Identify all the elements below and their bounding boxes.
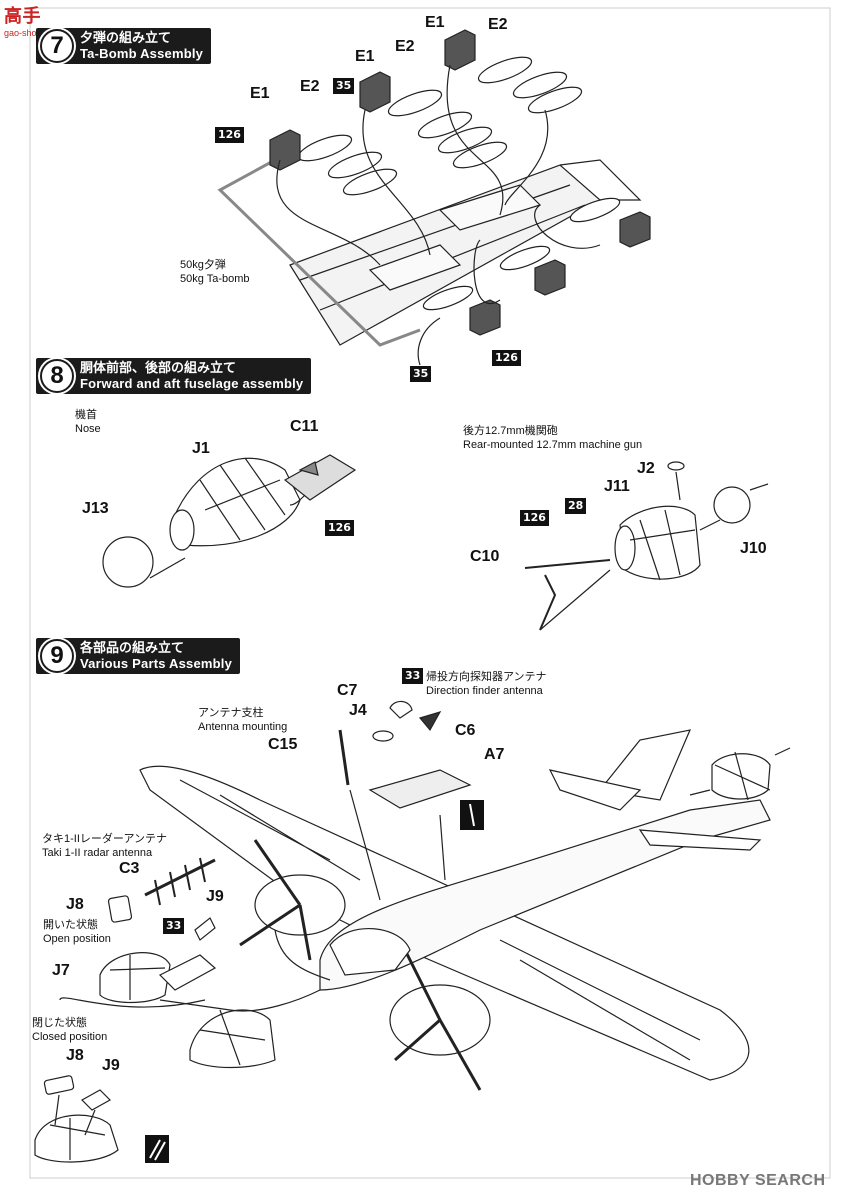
- open-position-note: 開いた状態 Open position: [43, 918, 111, 946]
- step9-title-jp: 各部品の組み立て: [80, 640, 185, 655]
- part-label-c15: C15: [268, 736, 298, 753]
- step7-header: 7 夕弾の組み立て Ta-Bomb Assembly: [36, 28, 212, 64]
- part-label-e1: E1: [425, 14, 445, 31]
- step7-title-jp: 夕弾の組み立て: [80, 30, 172, 45]
- open-position-note-jp: 開いた状態: [43, 919, 98, 931]
- gun-note-en: Rear-mounted 12.7mm machine gun: [463, 439, 643, 451]
- paint-box-126: 126: [325, 520, 354, 536]
- gun-note: 後方12.7mm機関砲 Rear-mounted 12.7mm machine …: [463, 424, 642, 452]
- part-label-c11: C11: [290, 418, 319, 435]
- step8-header: 8 胴体前部、後部の組み立て Forward and aft fuselage …: [36, 358, 312, 394]
- df-antenna-note: 帰投方向探知器アンテナ Direction finder antenna: [426, 670, 547, 698]
- paint-box-33: 33: [163, 918, 185, 934]
- paint-box-126: 126: [520, 510, 549, 526]
- part-label-j1: J1: [192, 440, 210, 457]
- paint-box-35: 35: [410, 366, 432, 382]
- step7-number: 7: [40, 29, 74, 63]
- step8-title-jp: 胴体前部、後部の組み立て: [80, 360, 237, 375]
- part-label-j11: J11: [604, 478, 630, 495]
- step7-title-en: Ta-Bomb Assembly: [80, 46, 204, 61]
- part-label-j13: J13: [82, 500, 109, 517]
- radar-antenna-note-en: Taki 1-II radar antenna: [42, 847, 153, 859]
- bomb-note: 50kg夕弾 50kg Ta-bomb: [180, 258, 250, 286]
- part-label-j9: J9: [206, 888, 224, 905]
- watermark-top-text: 高手: [4, 6, 41, 26]
- part-label-c3: C3: [119, 860, 140, 877]
- part-label-e2: E2: [488, 16, 508, 33]
- antenna-mount-note-jp: アンテナ支柱: [198, 707, 264, 719]
- part-label-e1: E1: [355, 48, 375, 65]
- part-label-j10: J10: [740, 540, 767, 557]
- part-label-c10: C10: [470, 548, 500, 565]
- df-antenna-note-jp: 帰投方向探知器アンテナ: [426, 671, 547, 683]
- part-label-j2: J2: [637, 460, 655, 477]
- step9-title-en: Various Parts Assembly: [80, 656, 233, 671]
- antenna-mount-note-en: Antenna mounting: [198, 721, 288, 733]
- paint-box-35: 35: [333, 78, 355, 94]
- step9-number: 9: [40, 639, 74, 673]
- antenna-mount-note: アンテナ支柱 Antenna mounting: [198, 706, 287, 734]
- step8-title-en: Forward and aft fuselage assembly: [80, 376, 304, 391]
- part-label-e2: E2: [395, 38, 415, 55]
- nose-note-jp: 機首: [75, 409, 97, 421]
- part-label-j8: J8: [66, 896, 84, 913]
- bomb-note-jp: 50kg夕弾: [180, 259, 226, 271]
- paint-box-126: 126: [215, 127, 244, 143]
- watermark-bottom: HOBBY SEARCH: [690, 1172, 826, 1189]
- closed-position-note-jp: 閉じた状態: [32, 1017, 87, 1029]
- closed-position-note-en: Closed position: [32, 1031, 108, 1043]
- step8-number: 8: [40, 359, 74, 393]
- part-label-e1: E1: [250, 85, 270, 102]
- part-label-j4: J4: [349, 702, 367, 719]
- closed-position-note: 閉じた状態 Closed position: [32, 1016, 107, 1044]
- watermark-top-sub: gao-shou.com: [4, 28, 62, 38]
- part-label-c6: C6: [455, 722, 476, 739]
- part-label-e2: E2: [300, 78, 320, 95]
- df-antenna-note-en: Direction finder antenna: [426, 685, 543, 697]
- watermark-top: 高手 gao-shou.com: [4, 2, 61, 38]
- step9-header: 9 各部品の組み立て Various Parts Assembly: [36, 638, 241, 674]
- radar-antenna-note-jp: タキ1-IIレーダーアンテナ: [42, 833, 168, 845]
- bomb-note-en: 50kg Ta-bomb: [180, 273, 250, 285]
- paint-box-28: 28: [565, 498, 587, 514]
- open-position-note-en: Open position: [43, 933, 111, 945]
- part-label-a7: A7: [484, 746, 505, 763]
- paint-box-126: 126: [492, 350, 521, 366]
- part-label-j9: J9: [102, 1057, 120, 1074]
- part-label-c7: C7: [337, 682, 358, 699]
- part-label-j7: J7: [52, 962, 70, 979]
- part-label-j8: J8: [66, 1047, 84, 1064]
- nose-note-en: Nose: [75, 423, 101, 435]
- nose-note: 機首 Nose: [75, 408, 101, 436]
- gun-note-jp: 後方12.7mm機関砲: [463, 425, 558, 437]
- paint-box-33: 33: [402, 668, 424, 684]
- radar-antenna-note: タキ1-IIレーダーアンテナ Taki 1-II radar antenna: [42, 832, 167, 860]
